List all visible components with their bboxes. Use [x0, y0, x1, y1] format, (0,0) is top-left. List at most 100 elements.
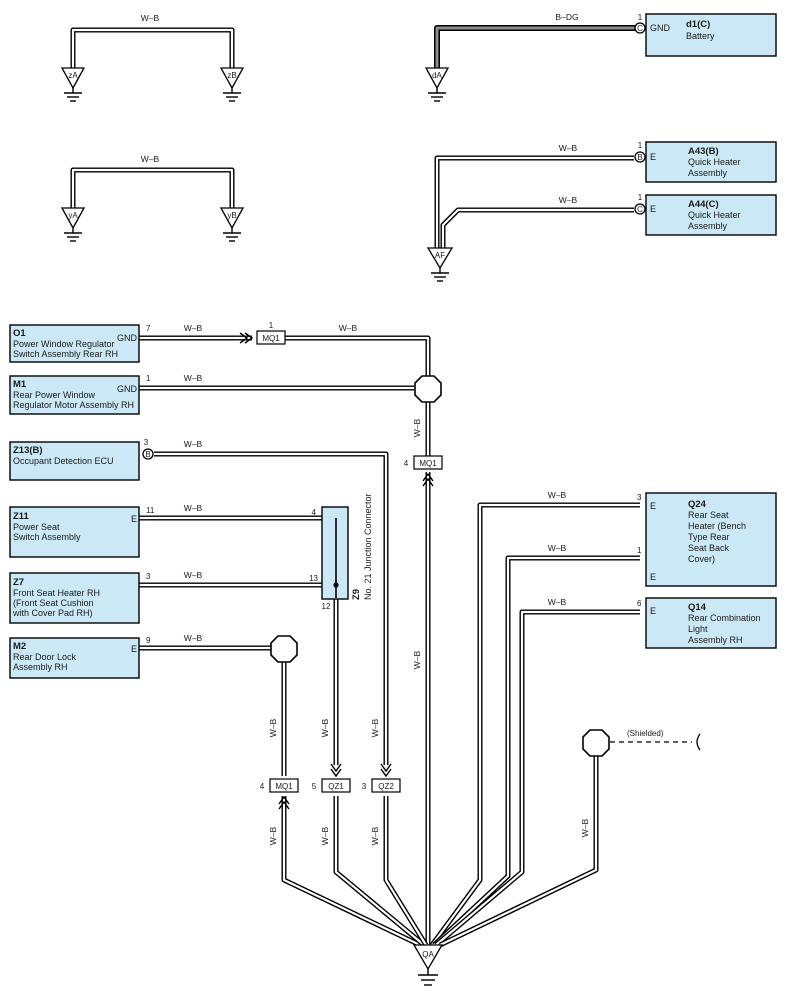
component-desc: Assembly: [688, 221, 728, 231]
wire-label: W–B: [412, 650, 422, 669]
component-z11: [9, 506, 140, 558]
junction-id: Z9: [351, 589, 362, 600]
connector-label: QZ1: [328, 782, 344, 791]
component-desc: Light: [688, 624, 708, 634]
connector-qz1: [321, 778, 351, 793]
component-desc: (Front Seat Cushion: [13, 598, 94, 608]
component-desc: Quick Heater: [688, 157, 741, 167]
quick-heater-ground-circuit: W–B W–B AF B 1 E A43(B) Quick Heater Ass…: [426, 141, 777, 282]
ground-symbol: [426, 247, 454, 270]
component-title: A43(B): [688, 146, 719, 157]
component-a43: [645, 141, 777, 183]
ground-label-AF: AF: [435, 251, 445, 260]
component-m1: [9, 375, 140, 415]
component-title: M1: [13, 379, 27, 390]
connector-label: QZ2: [378, 782, 394, 791]
wire-label: W–B: [370, 718, 380, 737]
component-desc: Type Rear: [688, 532, 730, 542]
splice-points: [270, 375, 610, 757]
pin-number: 1: [638, 193, 643, 202]
component-z7: [9, 572, 140, 624]
pin-number: 4: [312, 508, 317, 517]
ground-QA: QA: [412, 944, 444, 986]
main-wire-labels: W–B W–B W–B W–B W–B W–B W–B W–B W–B W–B …: [184, 323, 664, 845]
wire-label: W–B: [370, 826, 380, 845]
component-o1-group: O1 Power Window Regulator Switch Assembl…: [9, 324, 151, 363]
component-z13: [9, 441, 140, 481]
wire-label: W–B: [268, 718, 278, 737]
ground-pair-y: W–B yA yB: [60, 154, 245, 242]
component-title: M2: [13, 641, 26, 652]
battery-ground-circuit: B–DG dA C 1 GND d1(C) Battery: [424, 12, 777, 102]
component-desc: Power Seat: [13, 522, 60, 532]
terminal-name: E: [131, 514, 137, 524]
wire-label: W–B: [548, 597, 567, 607]
splice-left: [270, 635, 298, 663]
wire-label: W–B: [141, 13, 160, 23]
wire-label: W–B: [320, 718, 330, 737]
terminal-name: E: [650, 572, 656, 582]
wire-label: W–B: [559, 143, 578, 153]
component-z7-group: Z7 Front Seat Heater RH (Front Seat Cush…: [9, 572, 151, 624]
splice-shielded: [582, 729, 610, 757]
component-q14: [645, 597, 777, 649]
pin-number: 4: [260, 782, 265, 791]
component-title: Z11: [13, 511, 30, 522]
wire-label: W–B: [184, 439, 203, 449]
terminal-letter: B: [637, 153, 642, 162]
component-title: Q24: [688, 499, 707, 510]
component-desc: Heater (Bench: [688, 521, 746, 531]
component-m2: [9, 637, 140, 679]
ground-label-yA: yA: [68, 211, 78, 220]
terminal-letter: B: [145, 450, 150, 459]
wire-label: W–B: [559, 195, 578, 205]
pin-number: 3: [146, 572, 151, 581]
pin-number: 11: [146, 506, 155, 515]
component-desc: Switch Assembly: [13, 532, 81, 542]
ground-label-dA: dA: [432, 71, 442, 80]
ground-symbol: [219, 207, 245, 230]
wire-label: W–B: [184, 323, 203, 333]
connector-label: MQ1: [275, 782, 293, 791]
connector-qz2: [371, 778, 401, 793]
pin-number: 1: [637, 546, 642, 555]
component-title: Z7: [13, 577, 24, 588]
component-desc: Rear Door Lock: [13, 652, 77, 662]
wire-label: W–B: [184, 570, 203, 580]
junction-connector-z9: 4 13 12 Z9 No. 21 Junction Connector: [309, 493, 373, 611]
connector-terminal: [142, 448, 154, 460]
component-desc: Assembly RH: [13, 662, 68, 672]
shielded-label: (Shielded): [627, 729, 664, 738]
component-d1: [645, 13, 777, 57]
wire-label: W–B: [184, 503, 203, 513]
ground-pair-z: W–B zA zB: [60, 13, 245, 102]
wire-label: W–B: [548, 490, 567, 500]
component-title: d1(C): [686, 19, 710, 30]
connector-mq1-top: [256, 330, 286, 345]
ground-symbol: [424, 67, 450, 90]
connector-label: MQ1: [419, 459, 437, 468]
connector-label: MQ1: [262, 334, 280, 343]
wire-label: W–B: [184, 633, 203, 643]
ground-label-zB: zB: [227, 71, 236, 80]
component-desc: Assembly RH: [688, 635, 743, 645]
component-desc: Cover): [688, 554, 715, 564]
component-z13-group: Z13(B) Occupant Detection ECU B 3: [9, 438, 154, 481]
pin-number: 3: [362, 782, 367, 791]
pin-number: 12: [322, 602, 331, 611]
pin-number: 1: [146, 374, 151, 383]
component-q24-group: Q24 Rear Seat Heater (Bench Type Rear Se…: [637, 492, 777, 587]
pin-number: 3: [637, 493, 642, 502]
terminal-letter: C: [637, 24, 643, 33]
ground-symbol: [412, 944, 444, 971]
component-title: Q14: [688, 602, 707, 613]
component-desc: Regulator Motor Assembly RH: [13, 400, 134, 410]
component-desc: Seat Back: [688, 543, 730, 553]
component-desc: Power Window Regulator: [13, 339, 115, 349]
ground-symbol: [60, 67, 86, 90]
ground-label-QA: QA: [422, 950, 434, 959]
pin-number: 3: [144, 438, 149, 447]
ground-symbol: [60, 207, 86, 230]
connector-mq1-mid: [413, 455, 443, 470]
pin-number: 1: [638, 141, 643, 150]
